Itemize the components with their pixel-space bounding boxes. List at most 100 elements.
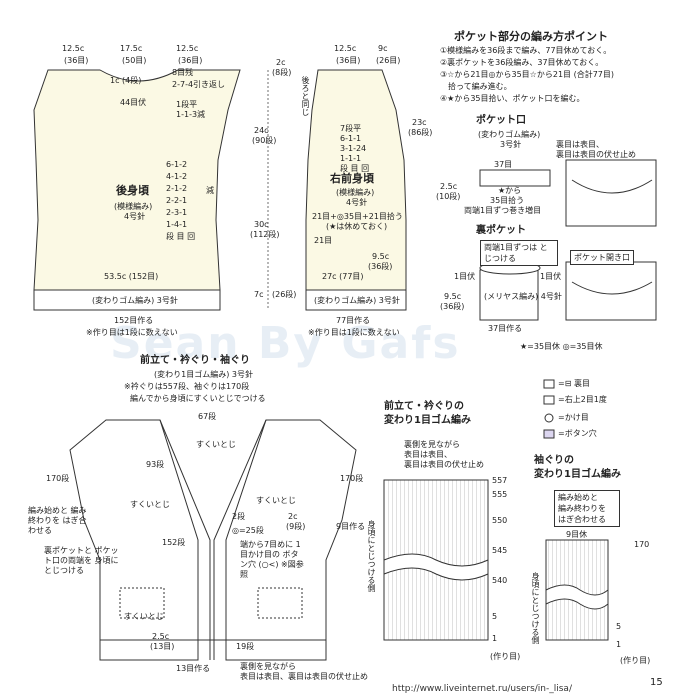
back-bottom-note: ※作り目は1段に数えない <box>86 328 178 337</box>
back-pocket-bottom: 37目作る <box>488 324 523 333</box>
back-neck-2: 8目残 <box>172 68 194 77</box>
back-pocket-legend: ★=35目休 ◎=35目休 <box>520 342 603 351</box>
back-pocket-inner: (メリヤス編み) 4号針 <box>484 292 562 301</box>
vest-assembly-outline-right <box>225 419 357 661</box>
front-title: 右前身頃 <box>330 172 374 185</box>
back-width-2: 17.5c <box>120 44 143 53</box>
points-item-3: ③☆から21目◎から35目☆から21目 (合計77目) <box>440 70 614 79</box>
front-rows-1: (36目) <box>336 56 361 65</box>
rib-chart-row-555: 555 <box>492 490 508 499</box>
pocket-mouth-note2: 裏目は表目の伏せ止め <box>556 150 636 159</box>
watermark: Sean By Gafs <box>110 318 461 369</box>
band-back2: 表目は表目、裏目は表目の伏せ止め <box>240 672 368 681</box>
back-pocket-depth-rows: (36段) <box>440 302 465 311</box>
back-pocket-panel <box>479 269 539 321</box>
legend-3: =かけ目 <box>558 413 589 422</box>
pocket-mouth-edge: 両端1目ずつ巻き増目 <box>464 206 542 215</box>
pocket-mouth-panel <box>479 169 551 187</box>
back-width-1: 12.5c <box>62 44 85 53</box>
back-bottom: 152目作る <box>114 316 154 325</box>
side-mid2-rows: (112段) <box>250 230 280 239</box>
side-top: 2c <box>276 58 286 67</box>
band-r25: ◎=25段 <box>232 526 264 535</box>
pocket-mouth-depth-rows: (10段) <box>436 192 461 201</box>
side-bottom: 7c <box>254 290 264 299</box>
back-dec-3: 2-1-2 <box>166 184 188 193</box>
band-join2: すくいとじ <box>130 500 170 509</box>
back-dec-2: 4-1-2 <box>166 172 188 181</box>
back-dec-7: 段 目 回 <box>166 232 196 241</box>
front-bottom-note: ※作り目は1段に数えない <box>308 328 400 337</box>
rib-chart-note1: 裏側を見ながら <box>404 440 460 449</box>
sleeve-chart-note3: はぎ合わせる <box>558 515 606 524</box>
band-pocket: 裏ポケットと ポケット口の両端を 身頃にとじつける <box>44 546 119 575</box>
front-rib-panel <box>305 289 407 311</box>
band-r93: 93段 <box>146 460 165 469</box>
back-width-3: 12.5c <box>176 44 199 53</box>
legend-2: =右上2目1度 <box>558 395 607 404</box>
front-body-panel <box>305 69 407 291</box>
band-r2c: 2c <box>288 512 298 521</box>
front-neck-1: 7段平 <box>340 124 362 133</box>
points-item-4: 拾って編み進む。 <box>440 82 512 91</box>
band-r13: (13目) <box>150 642 175 651</box>
rib-chart-row-1: 1 <box>492 634 498 643</box>
back-rib-panel <box>33 289 221 311</box>
band-start-end: 編み始めと 編み終わりを はぎ合わせる <box>28 506 87 535</box>
band-r170r: 170段 <box>340 474 364 483</box>
front-pocket-side: 21目 <box>314 236 333 245</box>
legend-1: =⊟ 裏目 <box>558 379 590 388</box>
back-needle: 4号針 <box>124 212 146 221</box>
back-pocket-detail <box>565 261 657 321</box>
rib-chart-row-557: 557 <box>492 476 508 485</box>
back-dec-1: 6-1-2 <box>166 160 188 169</box>
back-shoulder-dec-2: 1-1-3減 <box>176 110 206 119</box>
back-shoulder: 44目伏 <box>120 98 147 107</box>
front-neck-4: 1-1-1 <box>340 154 362 163</box>
sleeve-chart-side: 身頃にとじつける側 <box>531 572 540 644</box>
sleeve-chart-note2: 編み終わりを <box>558 504 606 513</box>
points-item-1: ①模様編みを36段まで編み、77目休めておく。 <box>440 46 612 55</box>
front-side-rows: (86段) <box>408 128 433 137</box>
rib-chart-title1: 前立て・衿ぐりの <box>384 401 464 412</box>
pocket-mouth-note1: 裏目は表目、 <box>556 140 604 149</box>
front-pocket-sub: (★は休めておく) <box>326 222 388 231</box>
back-dec-label: 減 <box>206 186 214 195</box>
back-shoulder-dec-1: 1段平 <box>176 100 198 109</box>
rib-chart-side: 身頃にとじつける側 <box>367 520 376 592</box>
front-width-2: 9c <box>378 44 388 53</box>
front-pocket-pick: 21目+◎35目+21目拾う <box>312 212 403 221</box>
band-note2: 編んでから身頃にすくいとじでつける <box>130 394 266 403</box>
band-r2: 2段 <box>232 512 246 521</box>
front-neck-3: 3-1-24 <box>340 144 367 153</box>
back-neck-3: 2-7-4引き返し <box>172 80 226 89</box>
back-dec-5: 2-3-1 <box>166 208 188 217</box>
front-width-1: 12.5c <box>334 44 357 53</box>
front-pocket-depth: 9.5c <box>372 252 390 261</box>
front-side: 23c <box>412 118 427 127</box>
front-pattern: (模様編み) <box>336 188 375 197</box>
band-back1: 裏側を見ながら <box>240 662 296 671</box>
band-r25c: 2.5c <box>152 632 170 641</box>
sleeve-chart-row-1: 1 <box>616 640 622 649</box>
pocket-mouth-cast: 37目 <box>494 160 513 169</box>
points-item-5: ④★から35目拾い、ポケット口を編む。 <box>440 94 585 103</box>
vest-assembly-outline <box>69 419 199 661</box>
side-mid2: 30c <box>254 220 269 229</box>
back-body-panel <box>33 69 241 291</box>
side-mid1-rows: (90段) <box>252 136 277 145</box>
footer-url[interactable]: http://www.liveinternet.ru/users/in-_lis… <box>392 684 572 694</box>
band-join3: すくいとじ <box>256 496 296 505</box>
front-pocket-depth-rows: (36段) <box>368 262 393 271</box>
sleeve-chart-start: (作り目) <box>620 656 651 665</box>
pocket-mouth-title: ポケット口 <box>476 115 526 126</box>
front-rows-2: (26目) <box>376 56 401 65</box>
back-pocket-rest2: 1目伏 <box>540 272 562 281</box>
sleeve-chart-note: 編み始めと 編み終わりを はぎ合わせる <box>554 490 620 527</box>
back-rows-2: (50目) <box>122 56 147 65</box>
band-r13s: 13目作る <box>176 664 211 673</box>
rib-chart-row-550: 550 <box>492 516 508 525</box>
side-top-rows: (8段) <box>272 68 292 77</box>
back-pocket-title: 裏ポケット <box>476 225 526 236</box>
